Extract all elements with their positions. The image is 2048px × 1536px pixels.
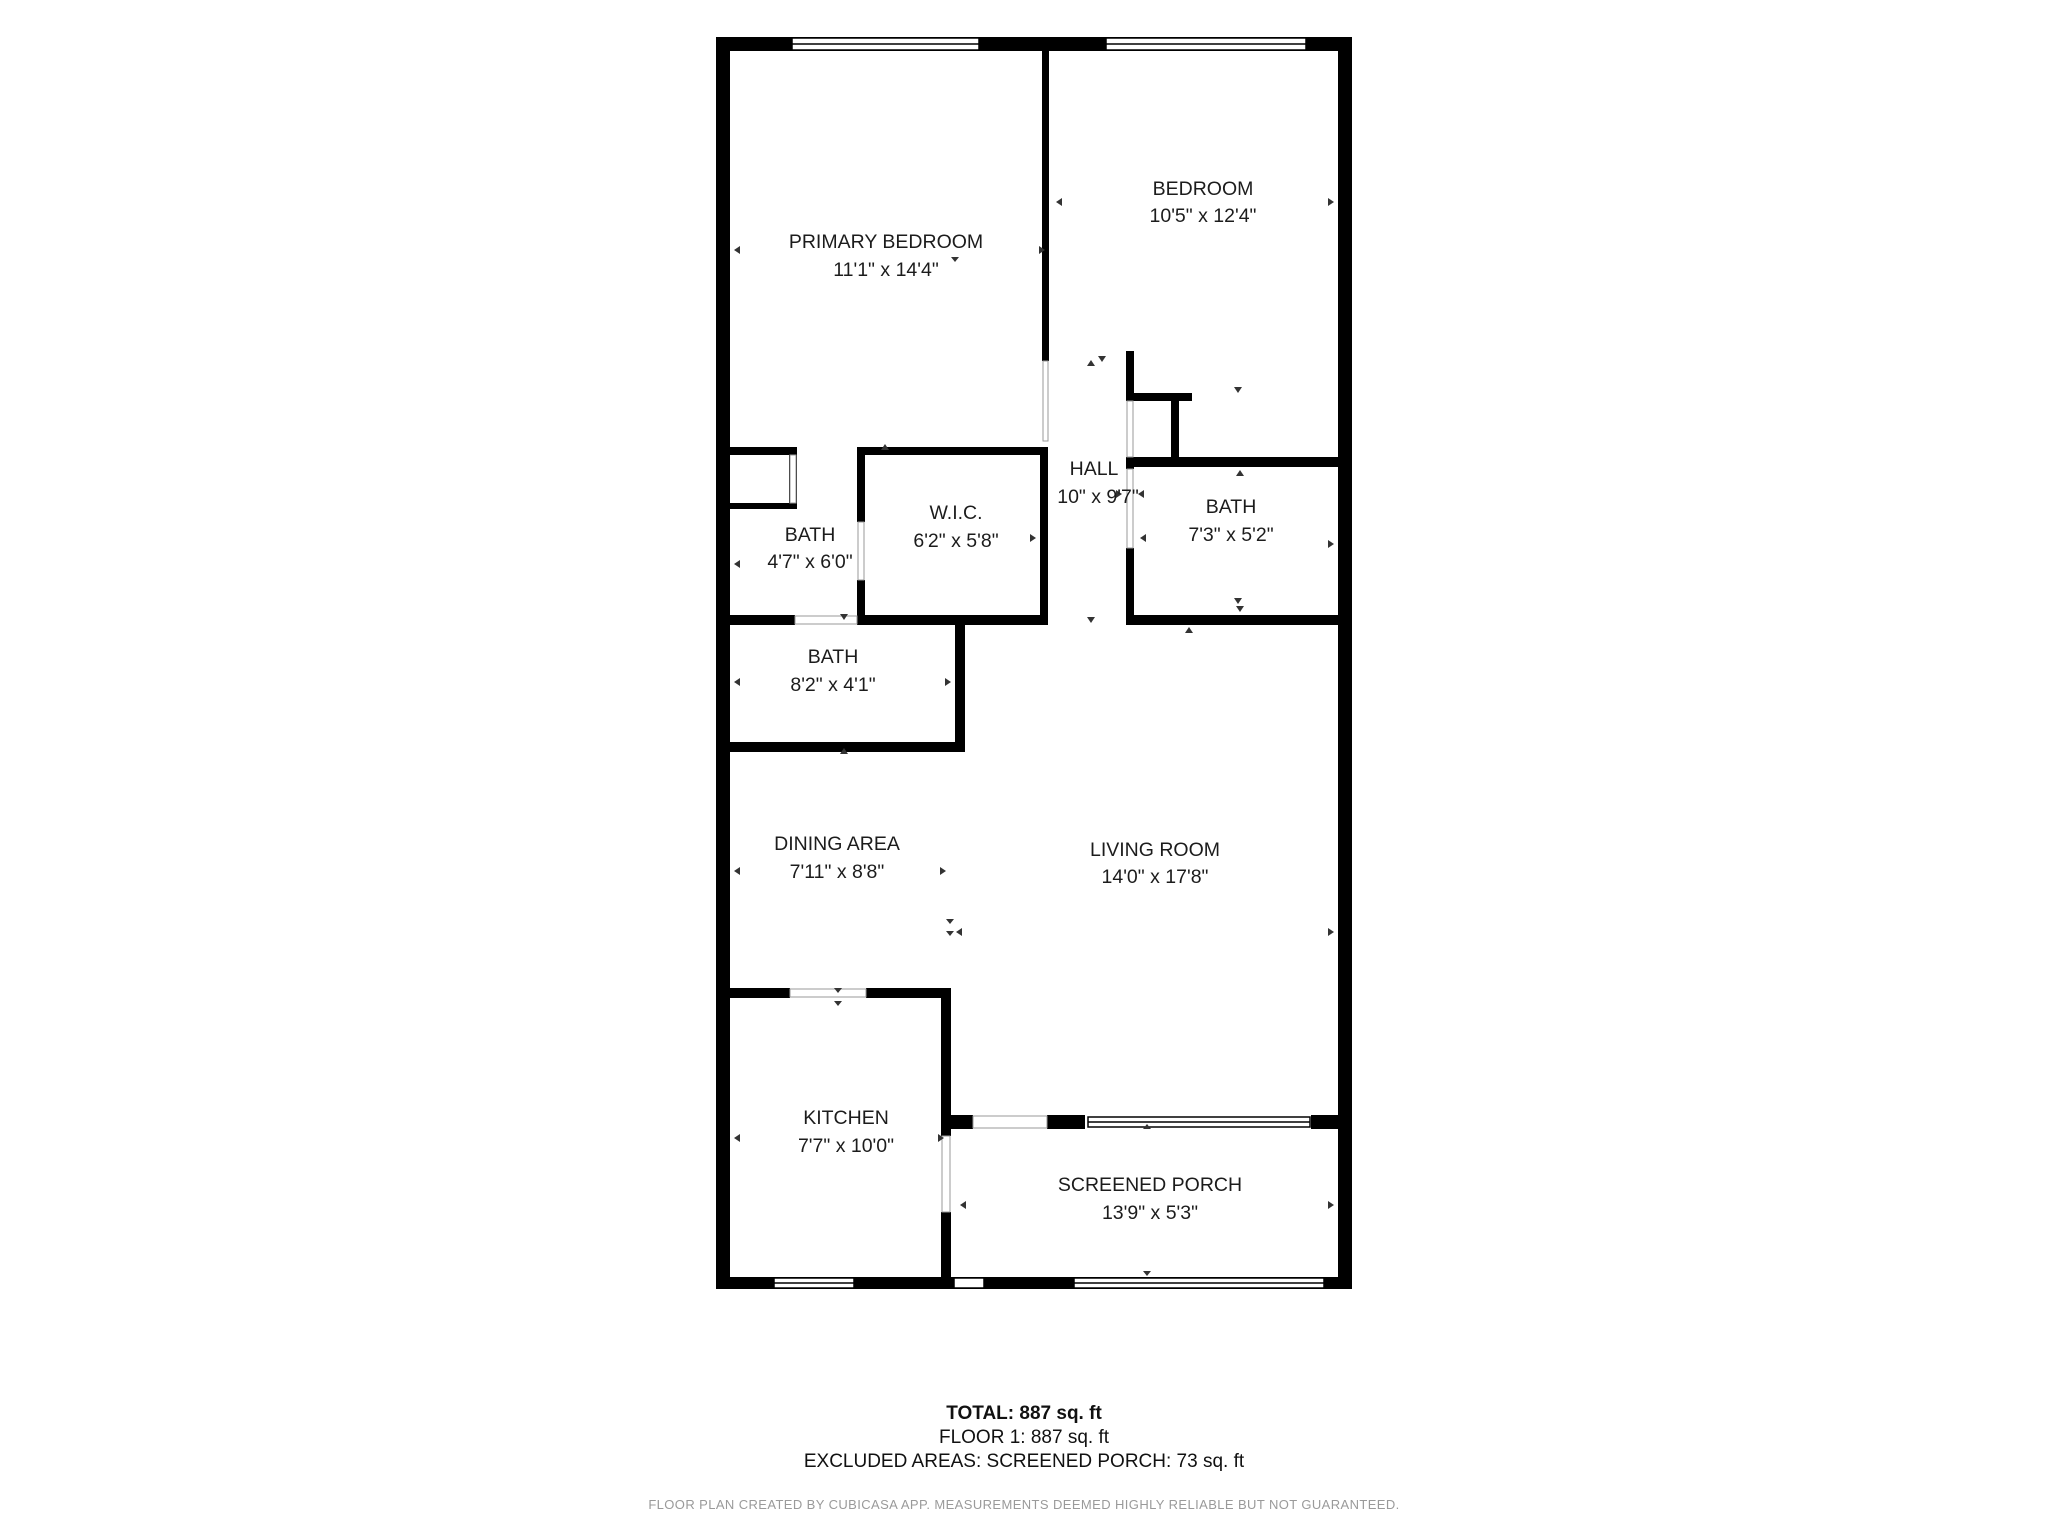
wall [857, 447, 1047, 455]
disclaimer: FLOOR PLAN CREATED BY CUBICASA APP. MEAS… [648, 1497, 1400, 1512]
wall [1311, 1115, 1338, 1129]
room-name-screened-porch: SCREENED PORCH [1058, 1174, 1242, 1196]
wall [1126, 457, 1338, 467]
walls [716, 37, 1352, 1289]
door-opening [1126, 400, 1134, 458]
floor-area: FLOOR 1: 887 sq. ft [938, 1427, 1110, 1448]
wall [1126, 351, 1134, 401]
room-name-living-room: LIVING ROOM [1090, 839, 1220, 861]
total-label: TOTAL: [946, 1403, 1015, 1424]
outer-wall-left [716, 37, 730, 1289]
wall [857, 447, 865, 522]
room-dims-wic: 6'2" x 5'8" [913, 530, 998, 552]
wall [1171, 393, 1179, 465]
total-value: 887 sq. ft [1019, 1403, 1102, 1424]
wall [730, 742, 965, 752]
dimension-markers [734, 198, 1334, 1276]
door-opening [857, 521, 865, 581]
wall [730, 615, 795, 625]
wall [866, 988, 951, 998]
room-dims-bath-right: 7'3" x 5'2" [1188, 524, 1273, 546]
door-openings [789, 360, 1134, 1213]
door-opening [941, 1135, 951, 1213]
room-dims-dining-area: 7'11" x 8'8" [790, 861, 885, 883]
window [953, 1277, 985, 1289]
total-area: TOTAL: 887 sq. ft [0, 1403, 2048, 1425]
wall [857, 615, 1048, 625]
room-dims-bedroom: 10'5" x 12'4" [1150, 205, 1257, 227]
wall [1126, 615, 1338, 625]
room-dims-bath-lower: 8'2" x 4'1" [790, 674, 875, 696]
room-name-primary-bedroom: PRIMARY BEDROOM [789, 231, 983, 253]
room-dims-kitchen: 7'7" x 10'0" [798, 1135, 894, 1157]
wall [1047, 1115, 1085, 1129]
room-name-kitchen: KITCHEN [803, 1107, 889, 1129]
room-labels: PRIMARY BEDROOM 11'1" x 14'4" BEDROOM 10… [767, 178, 1273, 1224]
wall [730, 503, 797, 509]
room-name-bath-left: BATH [785, 524, 836, 546]
room-name-bath-lower: BATH [808, 646, 859, 668]
wall [1126, 548, 1134, 625]
door-opening [794, 615, 858, 625]
door-opening [1042, 360, 1049, 442]
windows [773, 37, 1325, 1289]
door-opening [1126, 468, 1134, 549]
door-opening [789, 988, 867, 998]
wall [941, 988, 951, 1136]
room-name-bath-right: BATH [1206, 496, 1257, 518]
room-name-dining-area: DINING AREA [774, 833, 900, 855]
wall [951, 1115, 973, 1129]
wall [857, 580, 865, 625]
wall [941, 1212, 951, 1289]
wall [730, 988, 790, 998]
excluded-areas: EXCLUDED AREAS: SCREENED PORCH: 73 sq. f… [803, 1451, 1245, 1472]
wall [1338, 389, 1342, 403]
wall [1126, 393, 1192, 401]
wall [1040, 447, 1048, 625]
wall [1042, 51, 1049, 361]
room-dims-bath-left: 4'7" x 6'0" [767, 551, 852, 573]
room-dims-hall: 10" x 9'7" [1057, 486, 1139, 508]
room-dims-primary-bedroom: 11'1" x 14'4" [833, 259, 939, 281]
room-dims-screened-porch: 13'9" x 5'3" [1102, 1202, 1198, 1224]
room-name-wic: W.I.C. [929, 502, 982, 524]
room-name-bedroom: BEDROOM [1153, 178, 1254, 200]
door-opening [789, 454, 797, 504]
room-dims-living-room: 14'0" x 17'8" [1102, 866, 1209, 888]
outer-wall-right [1338, 37, 1352, 1289]
wall [955, 615, 965, 752]
room-name-hall: HALL [1070, 458, 1119, 480]
door-opening [972, 1115, 1048, 1129]
wall [730, 447, 795, 455]
wall [1126, 457, 1134, 469]
